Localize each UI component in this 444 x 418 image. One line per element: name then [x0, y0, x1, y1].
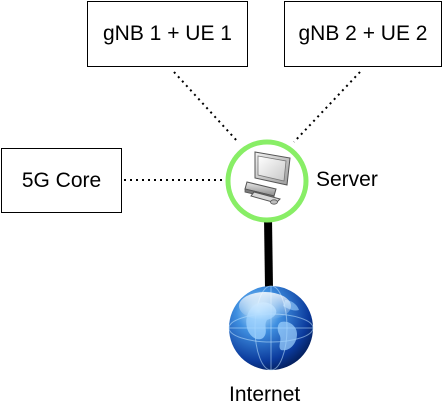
- 5g-core-label: 5G Core: [21, 168, 102, 192]
- gnb2-ue2-label: gNB 2 + UE 2: [298, 22, 428, 45]
- gnb1-ue1-label: gNB 1 + UE 1: [103, 22, 232, 45]
- link-gnb2-server: [293, 71, 361, 143]
- 5g-core-node[interactable]: 5G Core: [1, 148, 122, 213]
- server-label: Server: [316, 168, 378, 191]
- internet-label: Internet: [229, 383, 301, 406]
- gnb1-ue1-node[interactable]: gNB 1 + UE 1: [87, 1, 248, 67]
- link-gnb1-server: [173, 71, 239, 143]
- server-node[interactable]: [224, 138, 310, 224]
- globe-icon: [228, 285, 314, 371]
- gnb2-ue2-node[interactable]: gNB 2 + UE 2: [284, 1, 442, 67]
- link-server-internet: [264, 217, 273, 289]
- computer-icon: [225, 139, 309, 223]
- internet-node[interactable]: [227, 284, 315, 372]
